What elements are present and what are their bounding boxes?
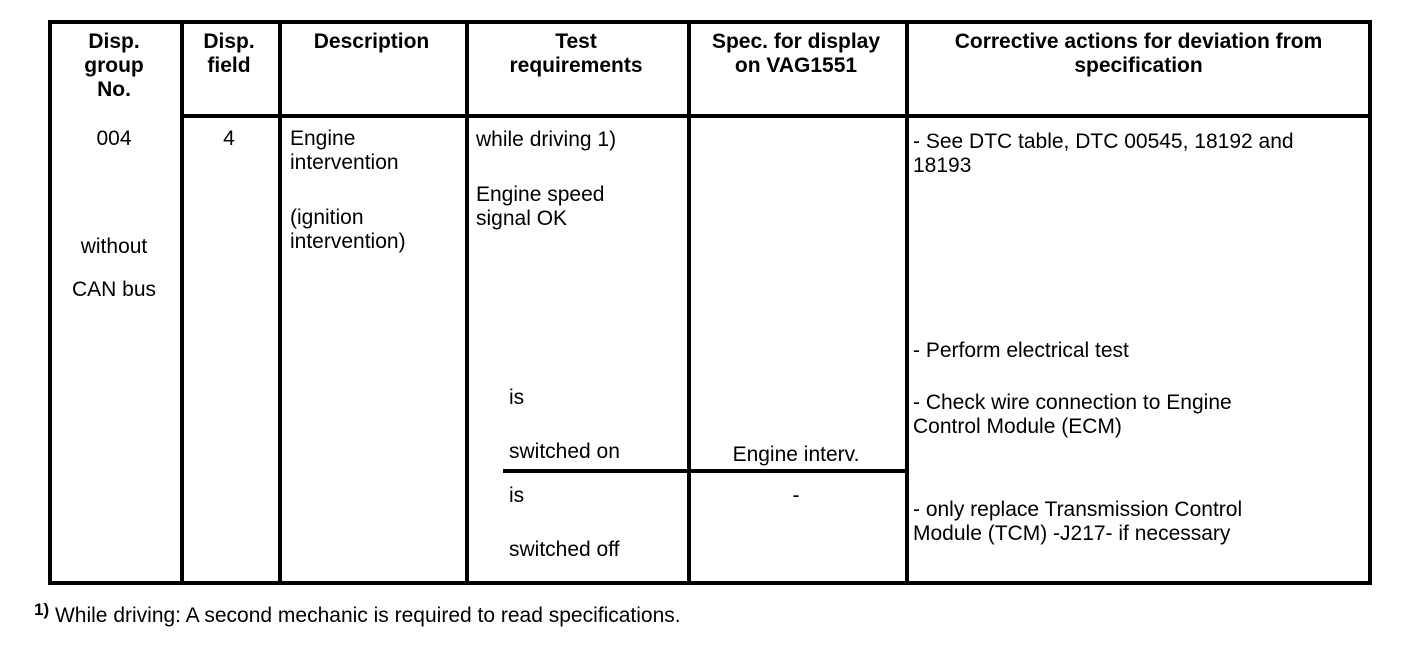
- header-test-requirements: Test requirements: [509, 30, 643, 77]
- cell-test-condition-while-driving: while driving 1): [476, 128, 617, 151]
- col-divider-spec-display: [905, 20, 909, 585]
- cell-test-condition-engine-speed: Engine speed signal OK: [476, 183, 605, 230]
- footnote: 1) While driving: A second mechanic is r…: [34, 600, 681, 628]
- switched-on-off-divider: [503, 469, 909, 473]
- footnote-text: While driving: A second mechanic is requ…: [54, 604, 681, 627]
- header-disp-field: Disp. field: [203, 30, 255, 77]
- header-description: Description: [313, 30, 430, 53]
- cell-action-check-wire-connection: - Check wire connection to Engine Contro…: [913, 391, 1232, 438]
- header-disp-group-no: Disp. group No.: [84, 30, 144, 101]
- footnote-marker: 1): [34, 600, 50, 619]
- cell-description-ignition-intervention: (ignition intervention): [290, 206, 406, 253]
- cell-disp-field: 4: [223, 127, 235, 150]
- cell-action-see-dtc-table: - See DTC table, DTC 00545, 18192 and 18…: [913, 130, 1294, 177]
- cell-disp-group-no: 004: [96, 127, 132, 150]
- col-divider-disp-field: [278, 20, 282, 585]
- cell-action-perform-electrical-test: - Perform electrical test: [913, 339, 1129, 362]
- cell-test-case-on-is: is: [509, 386, 525, 409]
- header-spec-display: Spec. for display on VAG1551: [711, 30, 881, 77]
- cell-spec-dash: -: [792, 484, 800, 507]
- cell-test-case-on-switched-on: switched on: [509, 440, 620, 463]
- cell-spec-engine-interv: Engine interv.: [732, 443, 860, 466]
- cell-disp-group-note-without: without: [80, 235, 148, 258]
- cell-test-case-off-is: is: [509, 484, 525, 507]
- header-corrective-actions: Corrective actions for deviation from sp…: [954, 30, 1323, 77]
- diagnostic-table-border: [48, 20, 1372, 585]
- col-divider-description: [465, 20, 469, 585]
- header-bottom-border: [180, 114, 1372, 118]
- col-divider-disp-group: [180, 20, 184, 585]
- cell-description-engine-intervention: Engine intervention: [290, 127, 399, 174]
- cell-test-case-off-switched-off: switched off: [509, 538, 620, 561]
- cell-disp-group-note-can-bus: CAN bus: [71, 278, 157, 301]
- cell-action-replace-tcm: - only replace Transmission Control Modu…: [913, 498, 1243, 545]
- col-divider-test-requirements: [687, 20, 691, 585]
